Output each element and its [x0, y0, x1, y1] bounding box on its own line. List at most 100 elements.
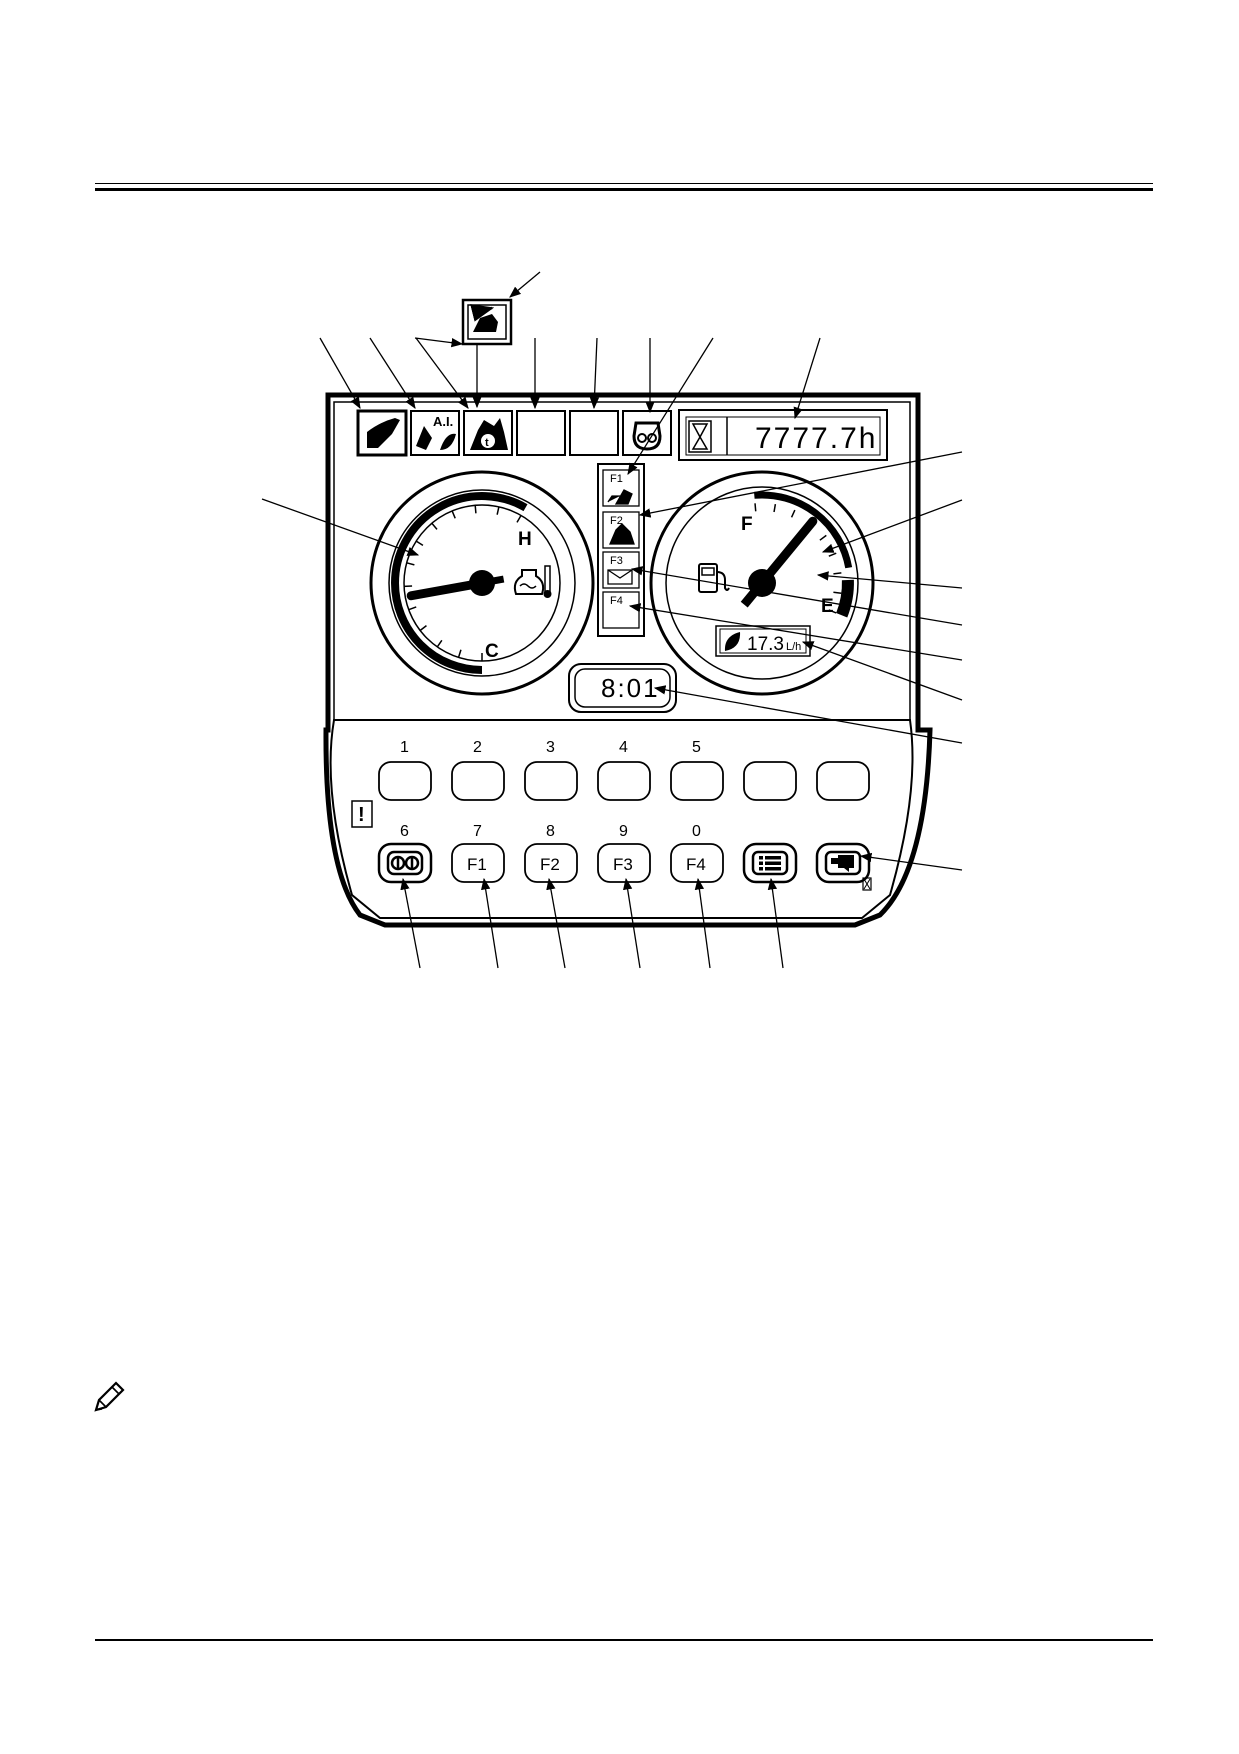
warning-mark: ! — [351, 800, 373, 828]
clock-display: 8:01 — [568, 663, 677, 713]
attachment-callout-icon — [461, 298, 513, 346]
menu-slot-f2: F2 — [602, 511, 640, 549]
leader-line — [319, 337, 361, 410]
mode-switch-icon — [386, 850, 424, 876]
menu-list-icon — [751, 850, 789, 876]
blank-indicator-2 — [569, 410, 619, 456]
leader-line — [638, 451, 963, 518]
keypad-bottom-key-6[interactable] — [742, 842, 798, 884]
svg-text:t: t — [485, 437, 489, 449]
leader-line — [415, 337, 469, 409]
indicator-row: A.I. t 7777.7h — [356, 409, 888, 461]
key-number-8: 8 — [546, 823, 555, 840]
keypad-top-key-2[interactable] — [451, 761, 505, 801]
fuel-rate-value: 17.3 — [747, 634, 784, 655]
glow-plug-icon — [632, 421, 662, 451]
keypad-panel — [329, 719, 914, 919]
leader-line — [589, 337, 600, 410]
auto-idle-icon — [416, 426, 456, 450]
menu-slot-label: F2 — [610, 515, 623, 527]
fuel-pump-icon — [698, 563, 730, 593]
coolant-temperature-icon — [513, 565, 552, 598]
bucket-icon — [367, 418, 400, 448]
leader-line — [261, 498, 420, 556]
key-number-2: 2 — [473, 739, 482, 756]
fuel-gauge: F E 17.3 L/h — [649, 470, 875, 696]
leader-line — [369, 337, 416, 409]
fuel-tick — [833, 572, 842, 575]
leader-line — [623, 877, 641, 969]
key-number-3: 3 — [546, 739, 555, 756]
keypad-bottom-key-7[interactable] — [815, 842, 871, 884]
leader-line — [816, 571, 963, 589]
leader-line — [400, 877, 421, 969]
keypad-top-key-4[interactable] — [597, 761, 651, 801]
keypad-top-key-7[interactable] — [816, 761, 870, 801]
temp-tick — [406, 562, 415, 566]
key-label: F1 — [467, 855, 487, 874]
temp-tick — [419, 625, 427, 632]
leader-line — [627, 337, 714, 475]
key-number-7: 7 — [473, 823, 482, 840]
menu-slot-f3: F3 — [602, 551, 640, 589]
menu-slot-f1: F1 — [602, 469, 640, 507]
leader-line — [821, 499, 963, 553]
keypad-bottom-key-4[interactable]: F3 — [597, 843, 651, 883]
fuel-tick — [754, 503, 757, 512]
keypad-top-key-3[interactable] — [524, 761, 578, 801]
fuel-rate-unit: L/h — [786, 641, 801, 653]
temp-tick — [451, 510, 456, 519]
key-label: F4 — [686, 855, 706, 874]
key-number-6: 6 — [400, 823, 409, 840]
rear-camera-icon — [824, 850, 862, 876]
clock-value: 8:01 — [601, 673, 660, 703]
menu-slot-label: F4 — [610, 595, 623, 607]
keypad-bottom-key-2[interactable]: F1 — [451, 843, 505, 883]
hour-meter-value: 7777.7h — [755, 422, 877, 455]
auto-idle-label: A.I. — [433, 414, 453, 429]
menu-slot-f4: F4 — [602, 591, 640, 629]
key-label: F3 — [613, 855, 633, 874]
fuel-tick — [790, 509, 796, 518]
leader-line — [628, 603, 963, 661]
leader-line — [767, 877, 784, 969]
hourglass-icon — [691, 423, 709, 450]
key-number-0: 0 — [692, 823, 701, 840]
fuel-scale-ticks — [754, 503, 842, 614]
leader-line — [481, 877, 499, 969]
auto-idle-indicator: A.I. — [410, 410, 460, 456]
fuel-tick — [819, 534, 827, 541]
leader-line — [414, 337, 464, 348]
work-mode-icon — [609, 523, 635, 545]
temp-tick — [436, 639, 443, 648]
fuel-reserve-arc — [836, 579, 854, 618]
leader-line — [653, 685, 963, 744]
temperature-scale-arc — [391, 492, 528, 674]
keypad-top-key-5[interactable] — [670, 761, 724, 801]
keypad-bottom-key-1[interactable] — [377, 842, 433, 884]
footer-rule — [95, 1639, 1153, 1641]
header-rule-thick — [95, 188, 1153, 191]
fuel-full-label: F — [741, 514, 753, 535]
mail-icon — [607, 569, 633, 585]
keypad-top-key-6[interactable] — [743, 761, 797, 801]
fuel-tick — [773, 504, 777, 513]
temp-tick — [457, 649, 462, 658]
key-number-5: 5 — [692, 739, 701, 756]
menu-slot-label: F1 — [610, 473, 623, 485]
fuel-scale-arc — [753, 491, 853, 569]
header-rule-thin — [95, 183, 1153, 184]
small-hourglass-icon — [862, 877, 872, 891]
leader-line — [509, 271, 541, 298]
temp-hot-label: H — [518, 529, 532, 550]
leader-line — [546, 877, 566, 969]
leader-line — [793, 337, 821, 420]
temp-tick — [474, 505, 477, 514]
keypad-bottom-key-5[interactable]: F4 — [670, 843, 724, 883]
pencil-note-icon — [94, 1381, 125, 1412]
keypad-bottom-key-3[interactable]: F2 — [524, 843, 578, 883]
key-number-4: 4 — [619, 739, 628, 756]
keypad-top-key-1[interactable] — [378, 761, 432, 801]
